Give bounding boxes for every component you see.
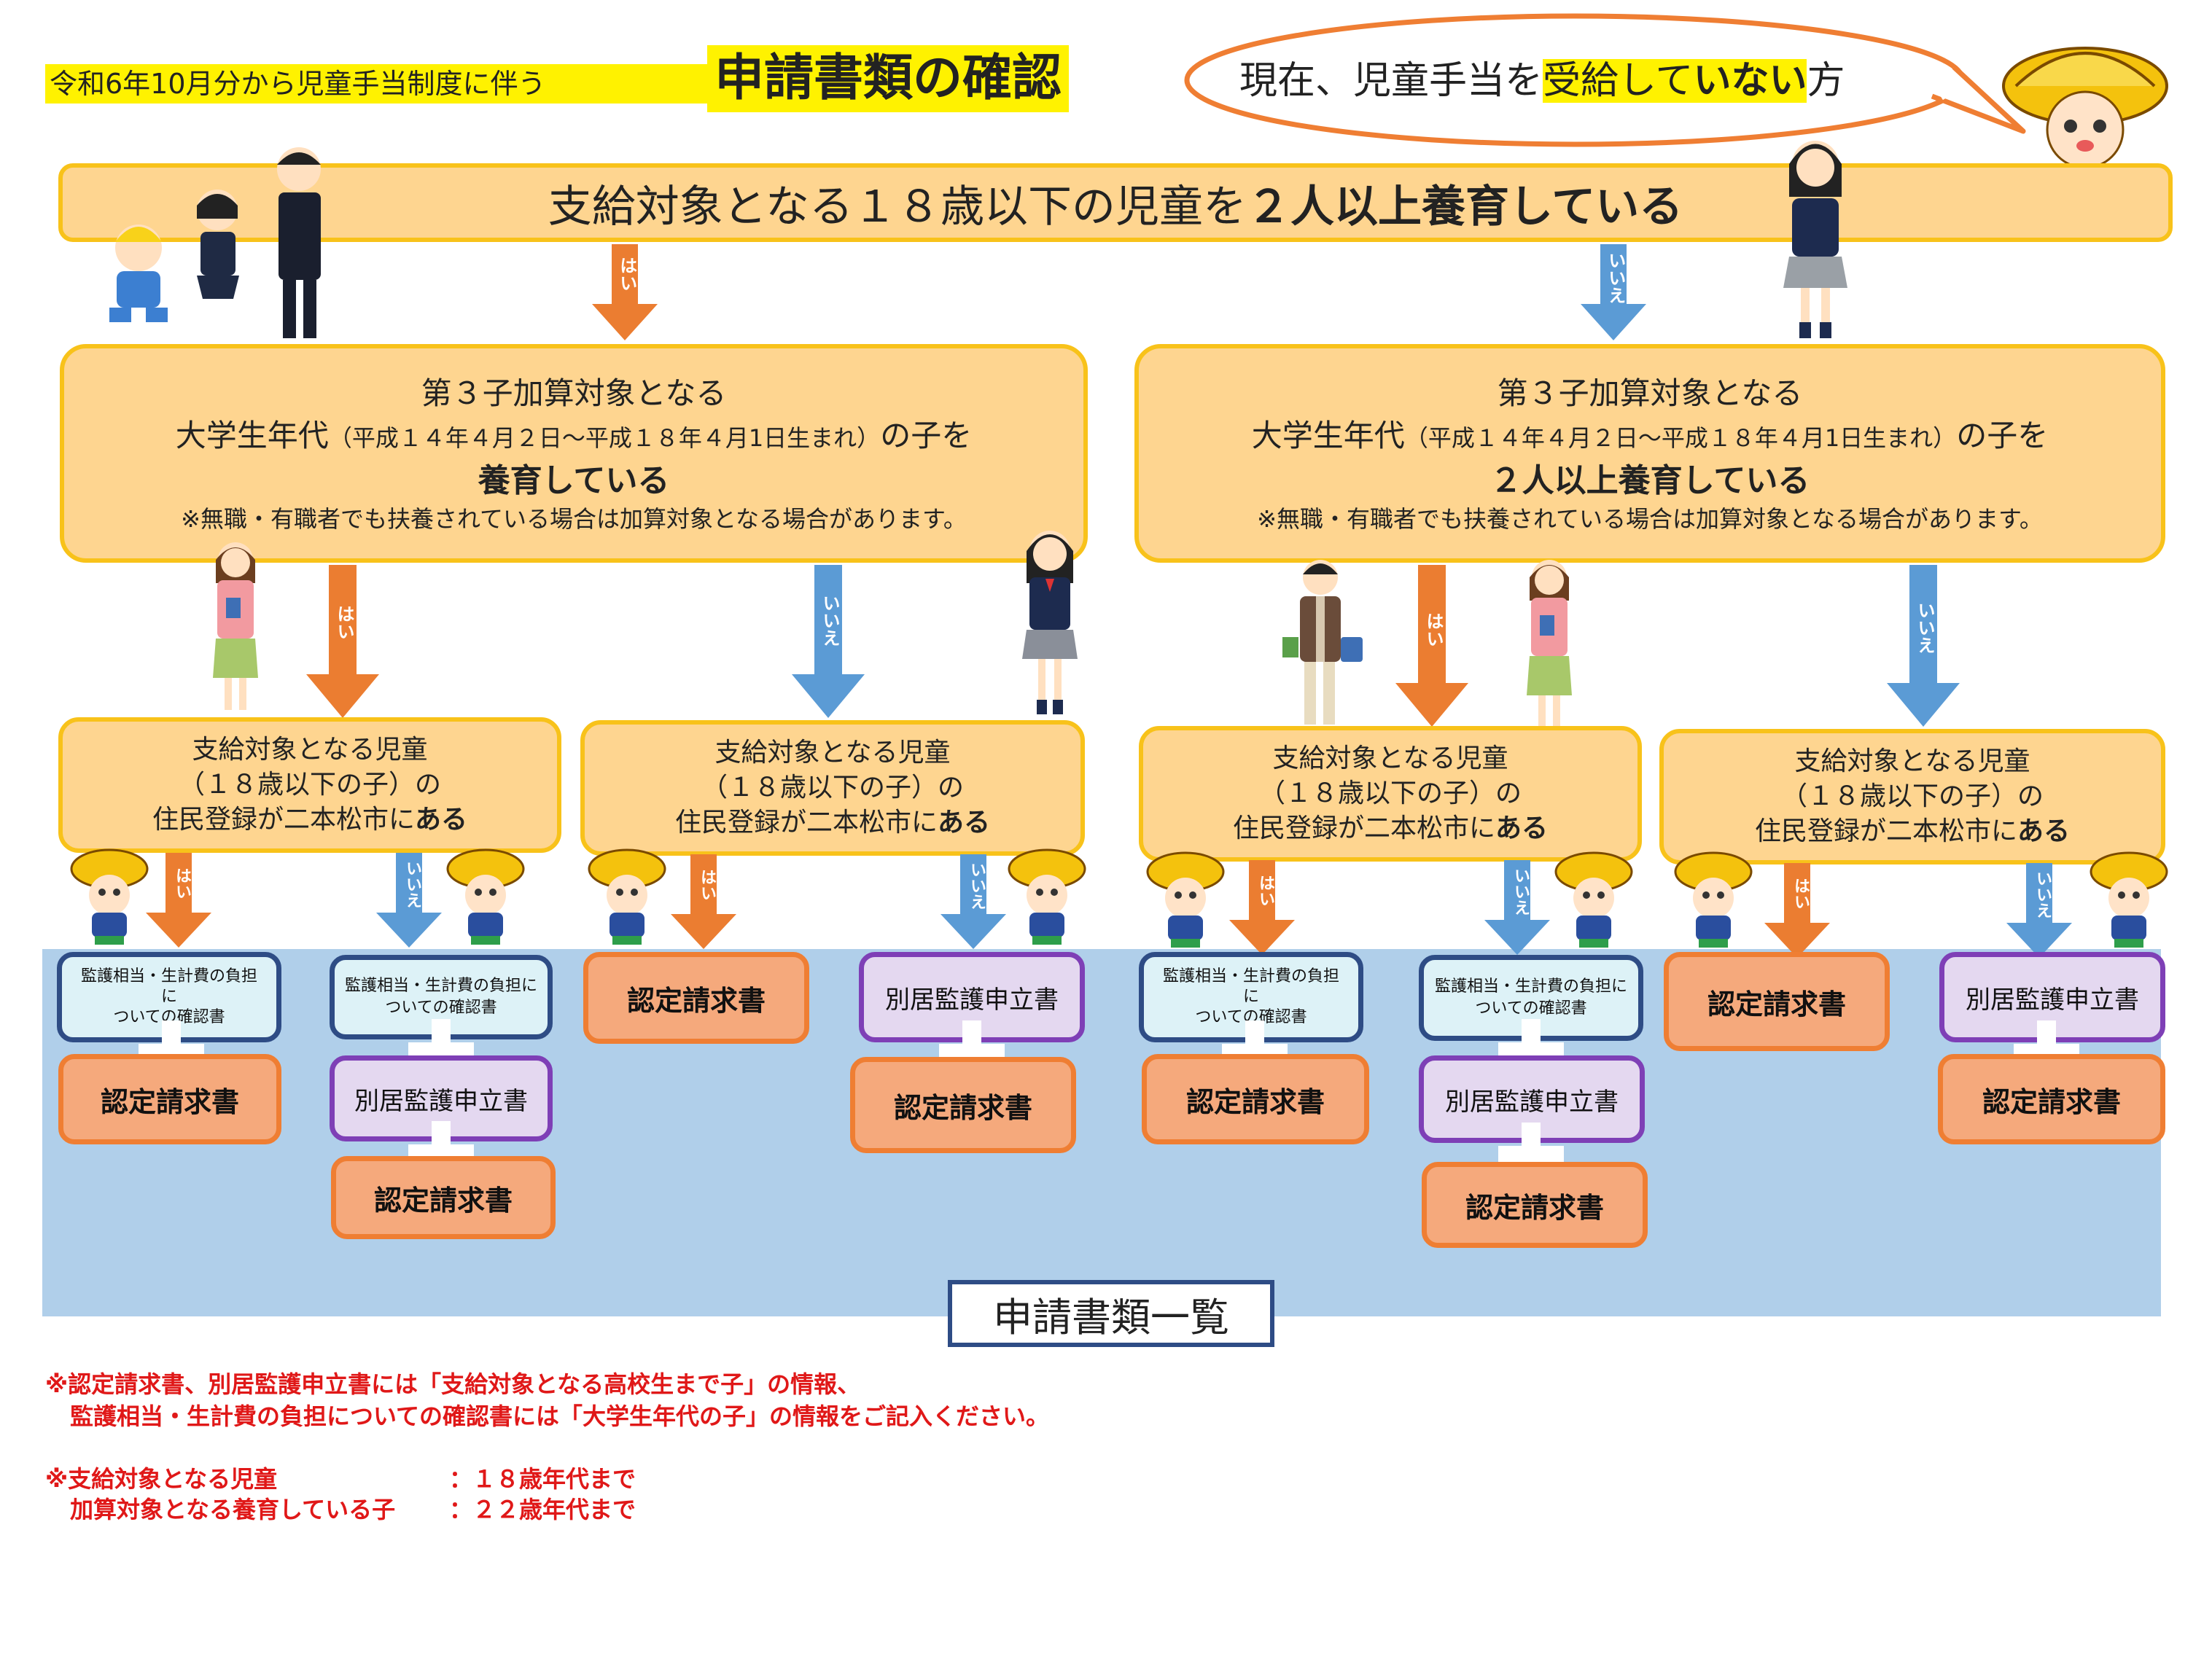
right-question-box: 第３子加算対象となる 大学生年代（平成１４年４月２日〜平成１８年４月1日生まれ）… xyxy=(1134,344,2165,563)
arrow-no-b3 xyxy=(1484,860,1550,955)
label-yes-top: はい xyxy=(616,257,637,292)
mascot-small-icon xyxy=(446,848,525,945)
residency-box-4: 支給対象となる児童 （１８歳以下の子）の 住民登録が二本松市にある xyxy=(1659,729,2165,864)
woman-illustration-2 xyxy=(1527,560,1572,727)
arrow-no-b1 xyxy=(376,853,442,948)
arrow-yes-right xyxy=(1395,565,1468,727)
arrow-yes-b3 xyxy=(1229,860,1295,955)
note-1b: 監護相当・生計費の負担についての確認書には「大学生年代の子」の情報をご記入くださ… xyxy=(70,1402,1050,1430)
residency-box-3: 支給対象となる児童 （１８歳以下の子）の 住民登録が二本松市にある xyxy=(1139,726,1642,862)
doc-nintei-7: 認定請求書 xyxy=(1664,952,1890,1051)
doc-nintei-3: 認定請求書 xyxy=(583,952,809,1044)
arrow-no-b2 xyxy=(941,854,1006,949)
label-yes-left: はい xyxy=(334,605,354,640)
label-no-left: いいえ xyxy=(819,594,840,647)
children-illustration xyxy=(109,147,321,338)
doc-nintei-8: 認定請求書 xyxy=(1938,1054,2165,1144)
note-1a: ※認定請求書、別居監護申立書には「支給対象となる高校生まで子」の情報、 xyxy=(45,1370,861,1398)
label-no-top: いいえ xyxy=(1605,251,1626,304)
arrow-yes-left xyxy=(306,565,379,718)
student-girl-illustration xyxy=(1783,141,1847,338)
arrow-yes-b1 xyxy=(146,853,211,948)
arrow-yes-top xyxy=(592,244,658,340)
label-yes-b2: はい xyxy=(698,869,716,901)
doc-nintei-6: 認定請求書 xyxy=(1422,1162,1648,1248)
top-question-bold: ２人以上養育している xyxy=(1247,181,1683,233)
document-list-label: 申請書類一覧 xyxy=(948,1280,1274,1347)
mascot-small-icon xyxy=(588,848,666,945)
label-no-b3: いいえ xyxy=(1511,867,1530,916)
note-2a-value: ：１８歳年代まで xyxy=(449,1465,636,1493)
mascot-small-icon xyxy=(70,848,149,945)
label-yes-b3: はい xyxy=(1256,875,1274,907)
man-illustration xyxy=(1282,560,1363,725)
arrow-yes-b2 xyxy=(671,854,736,949)
label-yes-right: はい xyxy=(1423,612,1444,647)
doc-nintei-5: 認定請求書 xyxy=(1142,1054,1369,1144)
doc-confirmation-5: 監護相当・生計費の負担 に ついての確認書 xyxy=(1139,952,1363,1042)
arrow-yes-b4 xyxy=(1764,863,1830,958)
mascot-small-icon xyxy=(1674,851,1753,948)
label-yes-b4: はい xyxy=(1791,878,1810,910)
note-2b-label: 加算対象となる養育している子 xyxy=(70,1496,396,1523)
note-2a-label: ※支給対象となる児童 xyxy=(45,1465,278,1493)
doc-nintei-1: 認定請求書 xyxy=(58,1054,281,1144)
label-no-b1: いいえ xyxy=(403,860,421,908)
speech-text: 現在、児童手当を受給していない方 xyxy=(1239,59,1845,103)
subtitle-text: 令和6年10月分から児童手当制度に伴う xyxy=(50,68,546,100)
doc-nintei-2: 認定請求書 xyxy=(331,1156,556,1239)
label-no-b4: いいえ xyxy=(2033,870,2052,918)
label-yes-b1: はい xyxy=(173,867,191,899)
student-illustration-2 xyxy=(1022,531,1078,714)
note-2b-value: ：２２歳年代まで xyxy=(449,1496,636,1523)
residency-box-1: 支給対象となる児童 （１８歳以下の子）の 住民登録が二本松市にある xyxy=(58,717,561,853)
doc-bekkyo-2: 別居監護申立書 xyxy=(330,1055,553,1141)
label-no-right: いいえ xyxy=(1915,601,1935,654)
arrow-no-left xyxy=(792,565,865,718)
doc-confirmation-6: 監護相当・生計費の負担に ついての確認書 xyxy=(1419,955,1643,1041)
top-question-plain: 支給対象となる１８歳以下の児童を xyxy=(548,181,1247,233)
mascot-small-icon xyxy=(2090,851,2168,948)
residency-box-2: 支給対象となる児童 （１８歳以下の子）の 住民登録が二本松市にある xyxy=(580,720,1085,856)
mascot-small-icon xyxy=(1146,851,1225,948)
page-title: 申請書類の確認 xyxy=(707,45,1070,112)
mascot-small-icon xyxy=(1008,848,1086,945)
woman-illustration-1 xyxy=(213,542,258,710)
mascot-small-icon xyxy=(1554,851,1633,948)
header-subtitle xyxy=(45,64,727,104)
doc-nintei-4: 認定請求書 xyxy=(850,1057,1076,1153)
left-question-box: 第３子加算対象となる 大学生年代（平成１４年４月２日〜平成１８年４月1日生まれ）… xyxy=(60,344,1088,563)
label-no-b2: いいえ xyxy=(967,862,986,910)
arrow-no-right xyxy=(1887,565,1960,727)
arrow-no-b4 xyxy=(2006,863,2072,958)
arrow-no-top xyxy=(1581,244,1646,340)
